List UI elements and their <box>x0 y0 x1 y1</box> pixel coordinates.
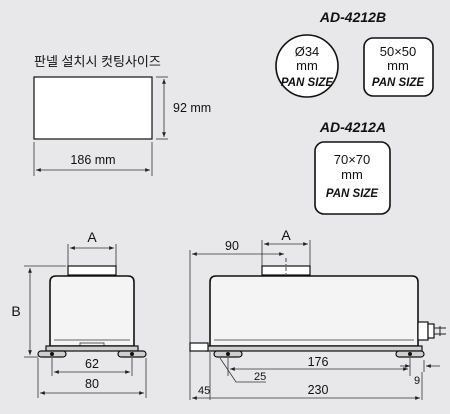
side-view: 90 A 176 <box>189 227 446 400</box>
square-pan-a-tag: PAN SIZE <box>326 188 379 200</box>
side-offset-label: 90 <box>225 239 239 253</box>
model-a-name: AD-4212A <box>319 119 386 135</box>
square-pan-b-shape <box>363 37 434 97</box>
square-pan-b-unit: mm <box>387 58 409 73</box>
side-feet-label: 176 <box>308 355 329 369</box>
side-foot-screw <box>226 352 230 356</box>
side-base <box>205 345 423 352</box>
panel-width-label: 186 mm <box>70 153 115 167</box>
model-b-section: AD-4212B Ø34 mm PAN SIZE 50×50 mm PAN SI… <box>275 9 434 98</box>
round-pan-shape <box>275 34 339 98</box>
round-pan-unit: mm <box>296 58 318 73</box>
round-pan-size: Ø34 <box>295 44 320 59</box>
front-body <box>49 275 135 347</box>
square-pan-a-shape <box>314 141 391 215</box>
front-view: A B 62 80 <box>11 229 147 398</box>
side-foot-label: 25 <box>254 371 266 383</box>
panel-height-label: 92 mm <box>173 101 211 115</box>
front-pan-label: A <box>87 229 97 245</box>
front-base-label: 80 <box>85 377 99 391</box>
side-foot-screw <box>408 352 412 356</box>
square-pan-b-size: 50×50 <box>380 44 417 59</box>
side-rear-label: 9 <box>414 375 420 387</box>
front-foot-screw <box>50 352 54 356</box>
panel-cutout-section: 판넬 설치시 컷팅사이즈 92 mm 186 mm <box>33 54 211 176</box>
front-pan <box>67 265 117 276</box>
panel-title: 판넬 설치시 컷팅사이즈 <box>34 54 161 69</box>
side-body <box>209 275 419 347</box>
front-feet-label: 62 <box>85 357 99 371</box>
side-foot-leader <box>219 357 266 383</box>
side-connector <box>417 321 446 341</box>
square-pan-a-size: 70×70 <box>334 152 371 167</box>
front-foot-screw <box>130 352 134 356</box>
model-a-section: AD-4212A 70×70 mm PAN SIZE <box>314 119 391 215</box>
side-pan-label: A <box>281 227 291 243</box>
side-total-label: 230 <box>308 383 329 397</box>
side-bracket <box>189 342 209 352</box>
square-pan-a-unit: mm <box>341 167 363 182</box>
model-b-name: AD-4212B <box>319 9 386 25</box>
square-pan-b-tag: PAN SIZE <box>372 77 425 89</box>
panel-cutout-rect <box>33 76 153 140</box>
round-pan-tag: PAN SIZE <box>281 77 334 89</box>
front-base <box>45 345 139 352</box>
side-front-label: 45 <box>198 385 210 397</box>
front-height-label: B <box>11 303 20 319</box>
